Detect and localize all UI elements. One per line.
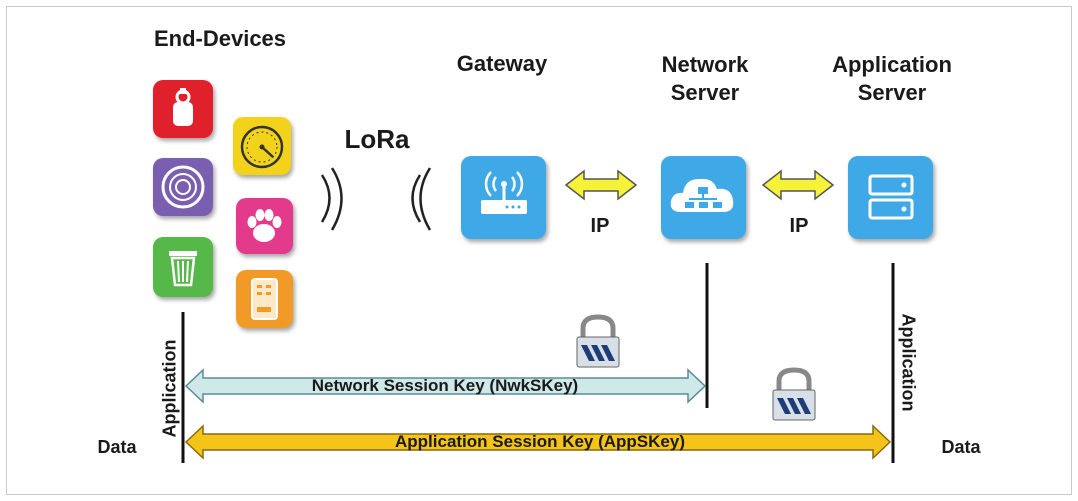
app-session-key-label: Application Session Key (AppSKey) (395, 432, 685, 451)
network-server-title-line2: Server (670, 80, 740, 105)
trash-bin-icon (169, 251, 197, 287)
app-lock-icon (772, 367, 816, 421)
application-label-right: Application (898, 313, 919, 412)
lora-label: LoRa (344, 124, 410, 154)
remote-icon (251, 278, 278, 320)
device-bin-tile (153, 237, 213, 297)
cloud-network-icon (670, 178, 734, 212)
device-pet-tile (236, 198, 293, 254)
nwk-session-key-arrow (184, 368, 707, 404)
app-session-key-arrow (184, 424, 892, 460)
data-label-left: Data (97, 437, 137, 457)
network-server-title-line1: Network (661, 52, 749, 77)
data-label-right: Data (941, 437, 981, 457)
tag-icon (173, 88, 193, 126)
server-icon (868, 174, 914, 220)
gateway-tile (461, 156, 546, 239)
network-server-tile (661, 156, 746, 239)
application-server-title-line2: Server (857, 80, 927, 105)
network-server-title: Network Server (640, 51, 770, 107)
application-label-left: Application (159, 339, 180, 438)
gauge-icon (240, 125, 284, 169)
router-icon (481, 171, 527, 214)
application-server-title: Application Server (810, 51, 974, 107)
nwk-lock-icon (576, 314, 620, 368)
device-meter-tile (233, 117, 291, 175)
application-server-tile (848, 156, 933, 239)
ring-sensor-icon (161, 165, 205, 209)
device-tag-tile (153, 80, 213, 138)
ip-arrow-left (564, 169, 638, 201)
application-server-title-line1: Application (832, 52, 952, 77)
ip-label-right: IP (789, 215, 809, 237)
gateway-title: Gateway (456, 51, 548, 76)
nwk-session-key-label: Network Session Key (NwkSKey) (311, 376, 579, 395)
ip-label-left: IP (590, 215, 610, 237)
end-devices-title: End-Devices (153, 26, 287, 51)
paw-icon (247, 209, 282, 242)
device-sensor-tile (153, 158, 213, 216)
device-remote-tile (236, 270, 293, 328)
ip-arrow-right (761, 169, 835, 201)
lora-radio-waves (320, 167, 432, 231)
diagram-frame (6, 6, 1072, 495)
